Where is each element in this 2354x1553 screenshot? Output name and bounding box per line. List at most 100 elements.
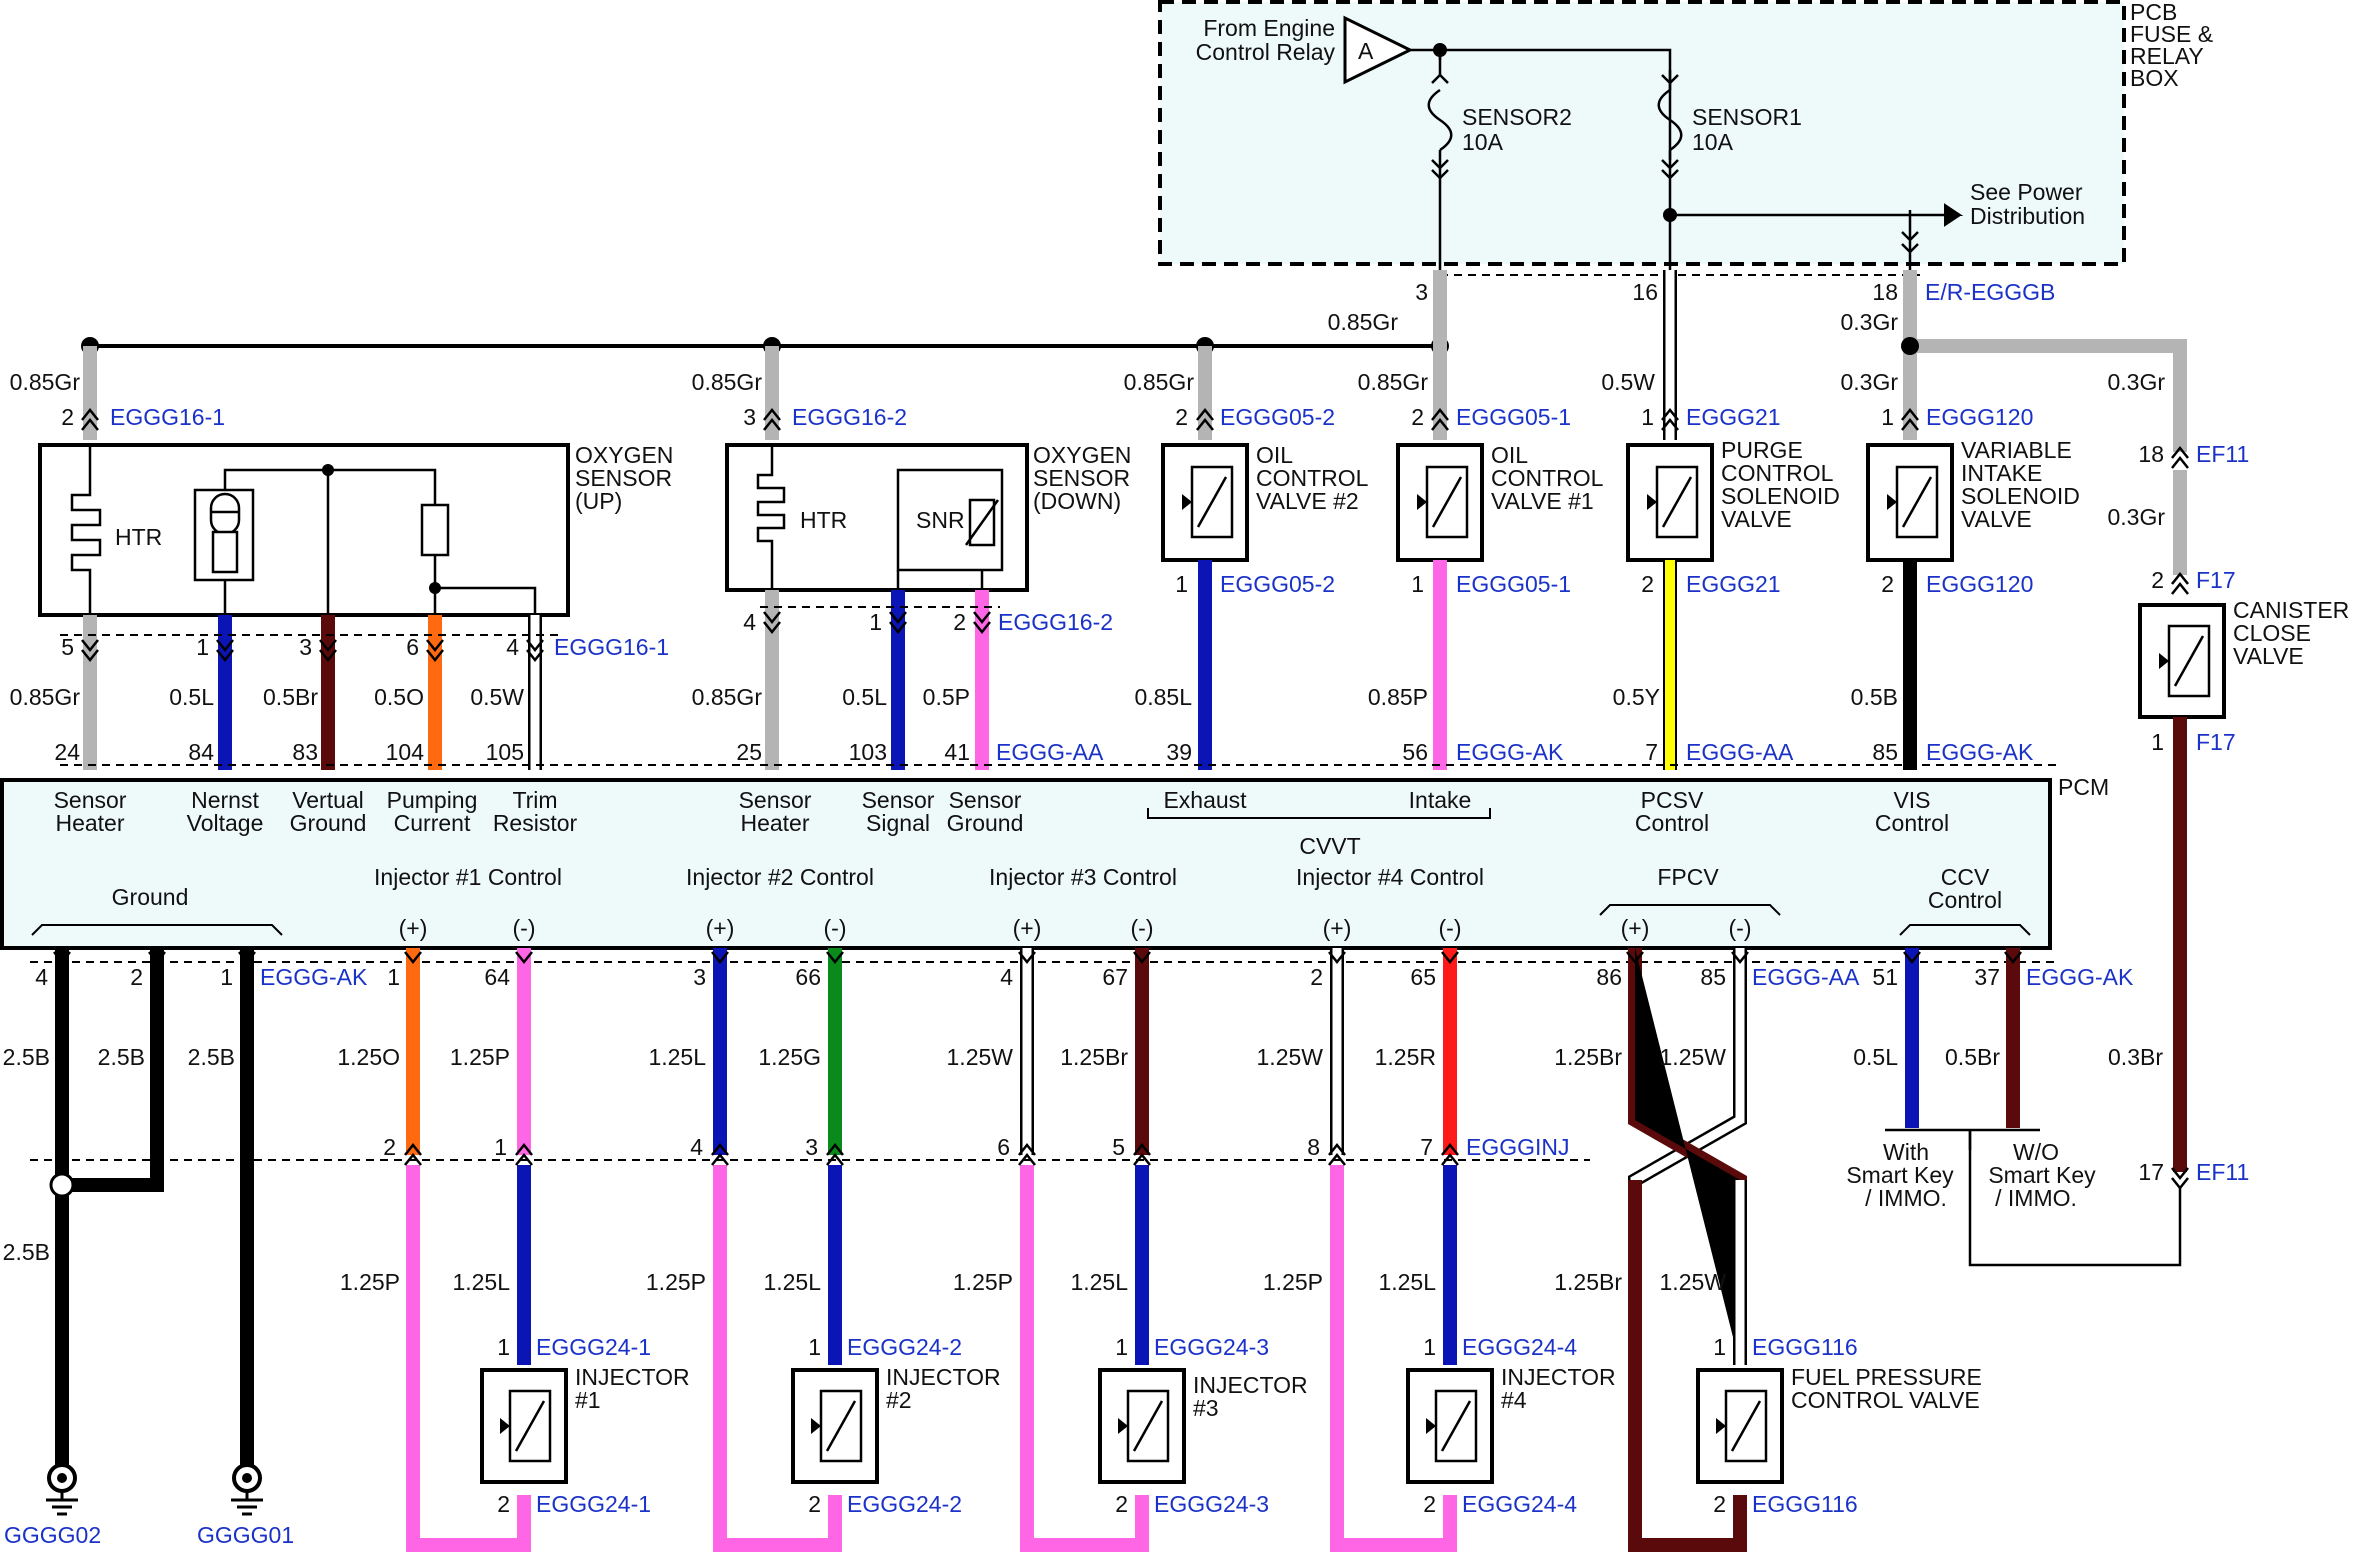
inj1-low-plus: 1.25P (340, 1269, 400, 1295)
ccv-conn-top: F17 (2196, 567, 2236, 593)
func-signal-1: Sensor (862, 787, 935, 813)
inj4-name-1: INJECTOR (1501, 1364, 1616, 1390)
o2-up-pin-3: 3 (299, 634, 312, 660)
inj3-plus-wire: 1.25W (947, 1044, 1014, 1070)
inj2-plus-pin: 3 (693, 964, 706, 990)
o2-down-conn-top: EGGG16-2 (792, 404, 907, 430)
fuse-pin-18: 18 (1872, 279, 1898, 305)
pcm-pin-7: 7 (1645, 739, 1658, 765)
o2-up-wire-4: 0.5W (470, 684, 524, 710)
o2-down-name-2: SENSOR (1033, 465, 1130, 491)
fpcv-plus-pin: 86 (1596, 964, 1622, 990)
pcm-label: PCM (2058, 774, 2109, 800)
opt-wo-2: Smart Key (1988, 1162, 2096, 1188)
func-pumping-1: Pumping (387, 787, 478, 813)
inj4-conn-bot: EGGG24-4 (1462, 1491, 1577, 1517)
inj2-conn-bot: EGGG24-2 (847, 1491, 962, 1517)
inj1-minus-pin: 64 (484, 964, 510, 990)
ocv1-name-3: VALVE #1 (1491, 488, 1594, 514)
ground-ggg01: GGGG01 (197, 1522, 294, 1548)
pcsv-name-4: VALVE (1721, 506, 1792, 532)
ccv-pin-top: 2 (2151, 567, 2164, 593)
sensor-element-icon (968, 498, 996, 547)
func-sensor-heater-2: Heater (55, 810, 124, 836)
o2-down-name-3: (DOWN) (1033, 488, 1121, 514)
o2-up-pin-top: 2 (61, 404, 74, 430)
func-nernst-1: Nernst (191, 787, 259, 813)
pcm-pin-39: 39 (1166, 739, 1192, 765)
o2-down-wire-4: 0.85Gr (692, 684, 763, 710)
source-triangle-icon (1343, 15, 1414, 85)
o2-down-htr: HTR (800, 507, 847, 533)
inj1-name-1: INJECTOR (575, 1364, 690, 1390)
o2-down-snr: SNR (916, 507, 965, 533)
pcm-conn-ak-top-2: EGGG-AK (1926, 739, 2034, 765)
o2-up-name-2: SENSOR (575, 465, 672, 491)
lower-wiring: 4 2 1 EGGG-AK 2.5B 2.5B 2.5B 2.5B GGGG02… (3, 948, 2134, 1552)
inj3-name-1: INJECTOR (1193, 1372, 1308, 1398)
func-vis-1: VIS (1893, 787, 1930, 813)
o2-up-wire-1: 0.5L (169, 684, 214, 710)
ccv-pin-51: 51 (1872, 964, 1898, 990)
fpcv-comp-conn-top: EGGG116 (1752, 1334, 1858, 1360)
pcsv-name-2: CONTROL (1721, 460, 1834, 486)
inj3-pin-top: 1 (1115, 1334, 1128, 1360)
fuse-sensor2-name: SENSOR2 (1462, 104, 1572, 130)
func-down-heater-1: Sensor (739, 787, 812, 813)
ccv-wire-a: 0.3Gr (2107, 369, 2165, 395)
o2-up-pin-5: 5 (61, 634, 74, 660)
see-power-1: See Power (1970, 179, 2083, 205)
source-label-2: Control Relay (1196, 39, 1336, 65)
o2-down-pin-2: 2 (953, 609, 966, 635)
o2-up-name-1: OXYGEN (575, 442, 673, 468)
fpcv-plus: (+) (1621, 915, 1650, 941)
ocv1-conn-bot: EGGG05-1 (1456, 571, 1571, 597)
pcsv-name-3: SOLENOID (1721, 483, 1840, 509)
gnd-pin-2: 2 (130, 964, 143, 990)
ocv2-pin-top: 2 (1175, 404, 1188, 430)
gnd-wire-4: 2.5B (3, 1239, 50, 1265)
func-cvvt: CVVT (1299, 833, 1360, 859)
inj3-conn-bot: EGGG24-3 (1154, 1491, 1269, 1517)
fusebox-connector: E/R-EGGGB (1925, 279, 2055, 305)
ocv2-wire-top: 0.85Gr (1124, 369, 1195, 395)
inj2-plus: (+) (706, 915, 735, 941)
pcm-pin-105: 105 (486, 739, 524, 765)
inj4-plus: (+) (1323, 915, 1352, 941)
inj1-j-plus: 2 (383, 1134, 396, 1160)
gnd-wire-2: 2.5B (98, 1044, 145, 1070)
inj2-minus-wire: 1.25G (758, 1044, 821, 1070)
fuse-pin-16: 16 (1632, 279, 1658, 305)
o2-down-wire-1: 0.5L (842, 684, 887, 710)
o2-up-pin-1: 1 (196, 634, 209, 660)
inj3-minus-wire: 1.25Br (1060, 1044, 1128, 1070)
ocv2-conn-top: EGGG05-2 (1220, 404, 1335, 430)
pcm-conn-aa-top: EGGG-AA (996, 739, 1104, 765)
pcm-pin-84: 84 (188, 739, 214, 765)
inj2-low-minus: 1.25L (763, 1269, 821, 1295)
inj1-minus: (-) (513, 915, 536, 941)
inj2-minus: (-) (824, 915, 847, 941)
inj4-conn-top: EGGG24-4 (1462, 1334, 1577, 1360)
func-vertual-2: Ground (290, 810, 367, 836)
func-down-heater-2: Heater (740, 810, 809, 836)
ccv-ctrl-conn: EGGG-AK (2026, 964, 2134, 990)
func-sgnd-1: Sensor (949, 787, 1022, 813)
o2-up-wire-5: 0.85Gr (10, 684, 81, 710)
variable-intake-solenoid-valve: 0.3Gr 1 EGGG120 VARIABLE INTAKE SOLENOID… (1840, 369, 2080, 770)
func-signal-2: Signal (866, 810, 930, 836)
source-tag: A (1358, 38, 1374, 64)
func-injector-2: Injector #2 Control (686, 864, 874, 890)
oxygen-sensor-up: 0.85Gr 2 EGGG16-1 OXYGEN SENSOR (UP) HTR (10, 346, 673, 617)
opt-with-1: With (1883, 1139, 1929, 1165)
func-ccv-1: CCV (1941, 864, 1990, 890)
fpcv-wire-d: 1.25W (1660, 1269, 1727, 1295)
ccv-pin-bot: 1 (2151, 729, 2164, 755)
fuse-relay-box: PCB FUSE & RELAY BOX From Engine Control… (1158, 0, 2213, 270)
inj4-j-minus: 7 (1420, 1134, 1433, 1160)
ocv2-conn-bot: EGGG05-2 (1220, 571, 1335, 597)
see-power-2: Distribution (1970, 203, 2085, 229)
purge-control-solenoid-valve: 0.5W 1 EGGG21 PURGE CONTROL SOLENOID VAL… (1601, 369, 1840, 770)
ground-icon (231, 1463, 263, 1516)
vis-name-1: VARIABLE (1961, 437, 2072, 463)
